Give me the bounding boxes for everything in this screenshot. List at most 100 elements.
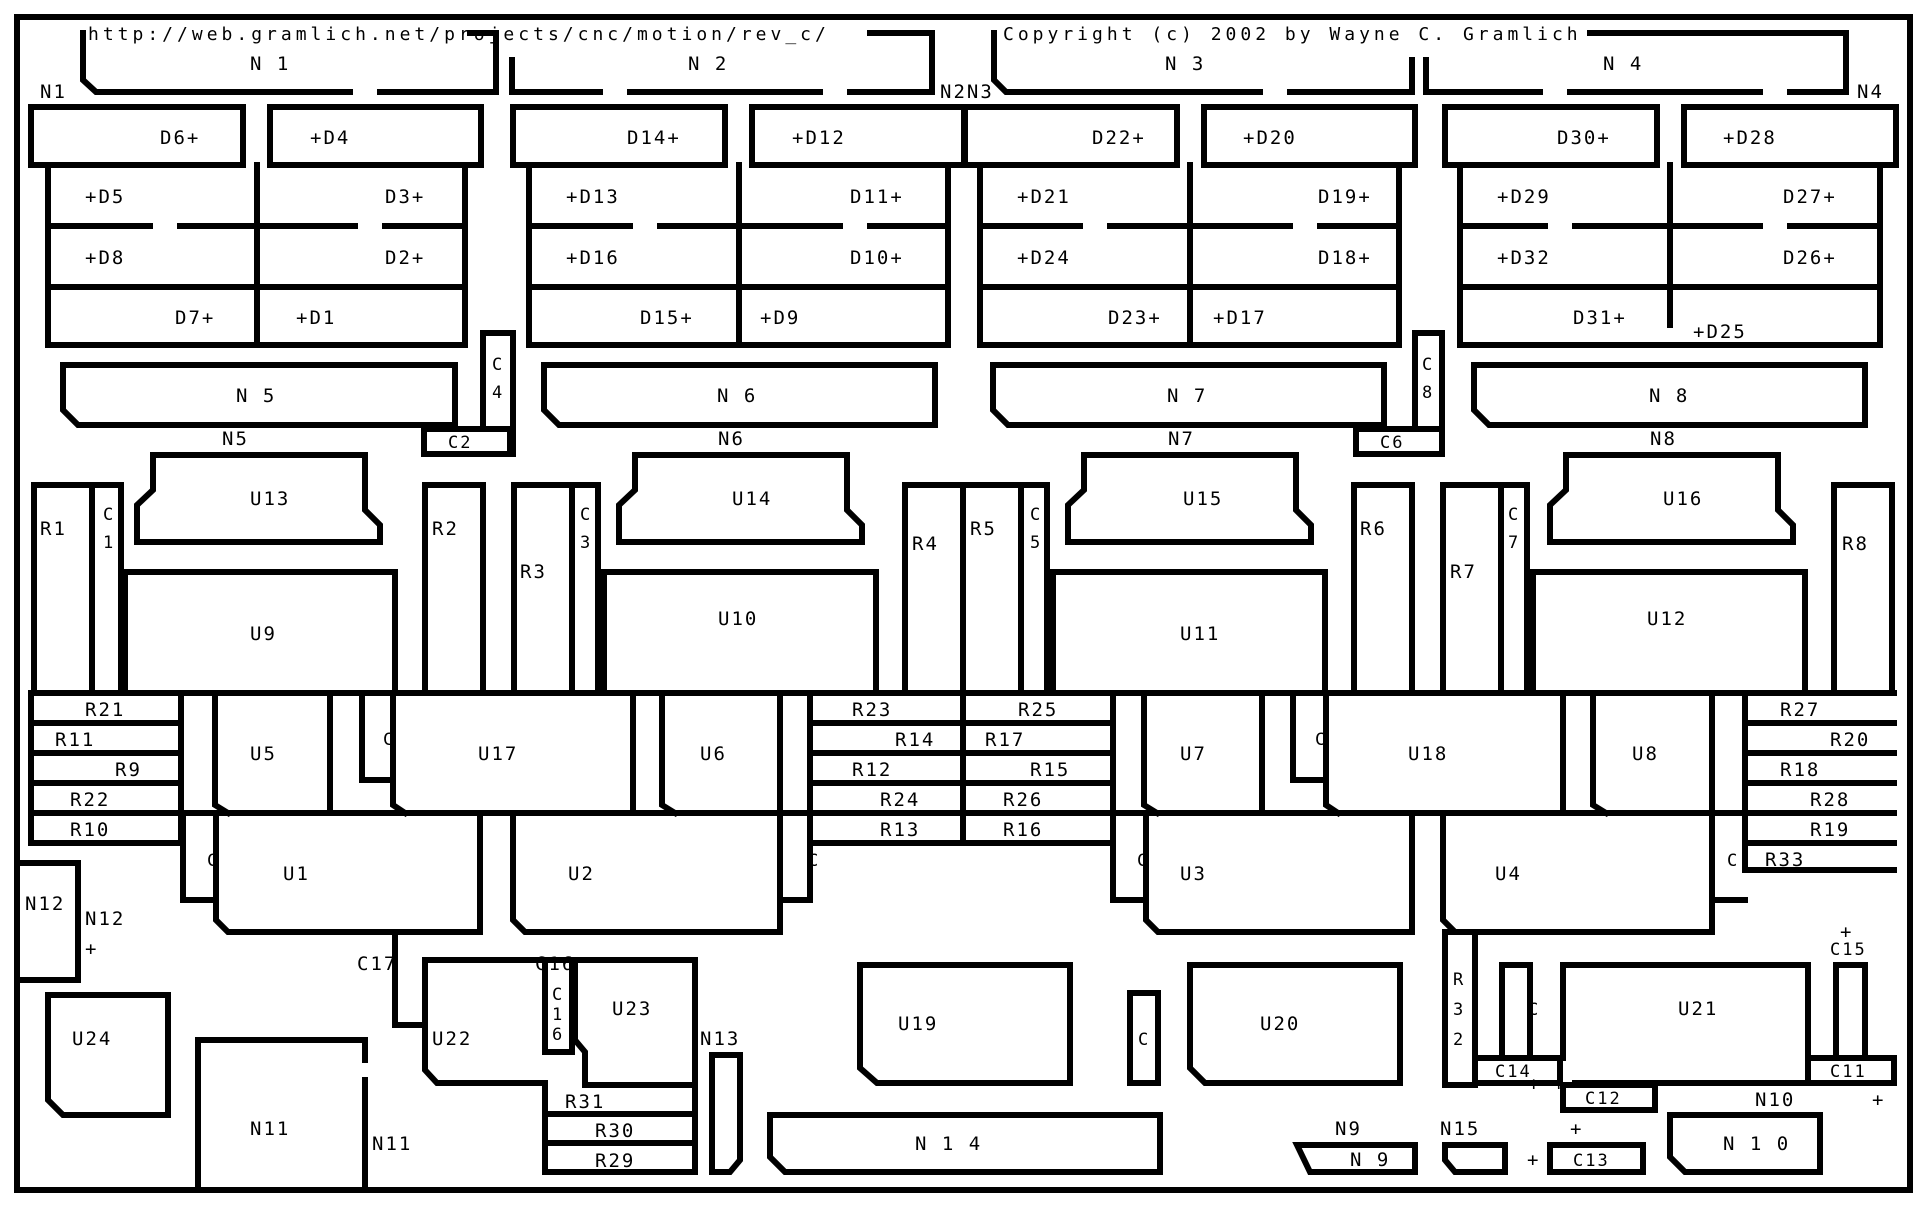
connector-n13: N13: [700, 1028, 743, 1175]
svg-text:U1: U1: [283, 863, 310, 885]
svg-text:R27: R27: [1780, 699, 1820, 721]
svg-text:U11: U11: [1180, 623, 1220, 645]
connector-n12: N12 N12 +: [14, 860, 123, 983]
svg-text:R24: R24: [880, 789, 920, 811]
connector-n10: N10 + N 1 0: [1667, 1089, 1885, 1175]
svg-text:N 1 4: N 1 4: [915, 1133, 982, 1155]
section-2-resistors: R3 C 3 U10 R4: [511, 482, 966, 693]
svg-text:+: +: [1840, 921, 1853, 943]
chip-u18: C U18: [1290, 690, 1566, 818]
svg-text:C: C: [383, 730, 395, 750]
svg-text:R7: R7: [1450, 561, 1477, 583]
svg-text:U21: U21: [1678, 998, 1718, 1020]
chip-u8: U8: [1590, 690, 1715, 818]
header-copyright: Copyright (c) 2002 by Wayne C. Gramlich: [1003, 24, 1582, 45]
svg-text:U19: U19: [898, 1013, 938, 1035]
chip-u23: C 1 6 U23: [542, 957, 698, 1088]
svg-text:D23+: D23+: [1108, 307, 1162, 329]
svg-text:R19: R19: [1810, 819, 1850, 841]
svg-text:D22+: D22+: [1092, 127, 1146, 149]
capacitor-c12: + C12: [1553, 1073, 1658, 1113]
chip-u5: U5: [212, 690, 333, 818]
chip-u24: U24: [45, 992, 171, 1118]
svg-text:D31+: D31+: [1573, 307, 1627, 329]
svg-text:R18: R18: [1780, 759, 1820, 781]
svg-text:U10: U10: [718, 608, 758, 630]
svg-text:+: +: [1570, 1118, 1583, 1140]
connector-n3: N 3 N2N3: [940, 30, 1415, 103]
svg-text:R14: R14: [895, 729, 935, 751]
svg-text:D19+: D19+: [1318, 186, 1372, 208]
svg-text:U15: U15: [1183, 488, 1223, 510]
svg-text:N 8: N 8: [1649, 385, 1689, 407]
connector-n6: N 6 N6: [541, 362, 938, 450]
svg-text:N4: N4: [1857, 81, 1884, 103]
svg-text:C: C: [552, 985, 564, 1005]
section-3-resistors: R5 C 5 U11 R6: [960, 482, 1415, 693]
svg-text:R6: R6: [1360, 518, 1387, 540]
svg-text:R5: R5: [970, 518, 997, 540]
svg-text:U14: U14: [732, 488, 772, 510]
svg-text:D27+: D27+: [1783, 186, 1837, 208]
svg-text:U6: U6: [700, 743, 727, 765]
svg-text:U18: U18: [1408, 743, 1448, 765]
chip-u17: C U17: [359, 690, 636, 818]
svg-text:R4: R4: [912, 533, 939, 555]
svg-text:R16: R16: [1003, 819, 1043, 841]
svg-text:R20: R20: [1830, 729, 1870, 751]
chip-u6: U6: [659, 690, 783, 818]
svg-text:+D1: +D1: [296, 307, 336, 329]
cap-c-small: C: [1127, 990, 1161, 1086]
chip-u15: U15: [1065, 452, 1314, 545]
svg-text:U2: U2: [568, 863, 595, 885]
connector-n14: N 1 4: [767, 1112, 1163, 1175]
svg-text:C: C: [492, 355, 504, 375]
svg-text:D30+: D30+: [1557, 127, 1611, 149]
chip-u14: U14: [616, 452, 865, 545]
svg-text:R15: R15: [1030, 759, 1070, 781]
svg-text:R28: R28: [1810, 789, 1850, 811]
svg-text:+: +: [1872, 1089, 1885, 1111]
svg-text:C: C: [103, 505, 115, 525]
chip-u13: U13: [134, 452, 383, 545]
svg-text:N 4: N 4: [1603, 53, 1643, 75]
svg-text:+: +: [1528, 1073, 1541, 1095]
svg-text:R9: R9: [115, 759, 142, 781]
chip-u3: C U3: [1110, 810, 1415, 935]
svg-text:C: C: [1137, 851, 1149, 871]
resistor-r32: R 3 2: [1442, 929, 1478, 1088]
svg-text:7: 7: [1508, 533, 1520, 553]
svg-text:C: C: [1508, 505, 1520, 525]
header-url: http://web.gramlich.net/projects/cnc/mot…: [88, 24, 830, 45]
svg-text:U9: U9: [250, 623, 277, 645]
svg-text:+: +: [1553, 1073, 1566, 1095]
svg-text:C: C: [1528, 1000, 1540, 1020]
led-block-2: D14+ +D12 +D13 D11+ +D16 D10+ D15+ +D9: [510, 104, 967, 348]
chip-u19: U19: [857, 962, 1073, 1086]
svg-text:D3+: D3+: [385, 186, 425, 208]
svg-text:+D8: +D8: [85, 247, 125, 269]
svg-text:N 5: N 5: [236, 385, 276, 407]
svg-text:N5: N5: [222, 428, 249, 450]
svg-text:R11: R11: [55, 729, 95, 751]
svg-text:D10+: D10+: [850, 247, 904, 269]
resistor-ladder-left: R21 R11 R9 R22 R10: [28, 690, 184, 846]
connector-n4: N 4 N4: [1423, 30, 1884, 103]
svg-text:D18+: D18+: [1318, 247, 1372, 269]
svg-text:+D28: +D28: [1723, 127, 1777, 149]
svg-text:C: C: [1422, 355, 1434, 375]
connector-n7: N 7 N7 C6 C 8: [990, 330, 1445, 457]
capacitor-c15-c11: + C15 C11: [1805, 921, 1897, 1086]
svg-text:R21: R21: [85, 699, 125, 721]
svg-text:C12: C12: [1585, 1089, 1622, 1109]
svg-text:+D25: +D25: [1693, 321, 1747, 343]
svg-text:N15: N15: [1440, 1118, 1480, 1140]
section-4-resistors: R7 C 7 U12 R8: [1440, 482, 1895, 693]
svg-text:C17: C17: [357, 953, 397, 975]
svg-text:+D16: +D16: [566, 247, 620, 269]
connector-n5: N 5 N5 C2 C 4: [60, 330, 516, 457]
svg-text:1: 1: [552, 1005, 564, 1025]
svg-text:N 7: N 7: [1167, 385, 1207, 407]
chip-u7: U7: [1141, 690, 1265, 818]
